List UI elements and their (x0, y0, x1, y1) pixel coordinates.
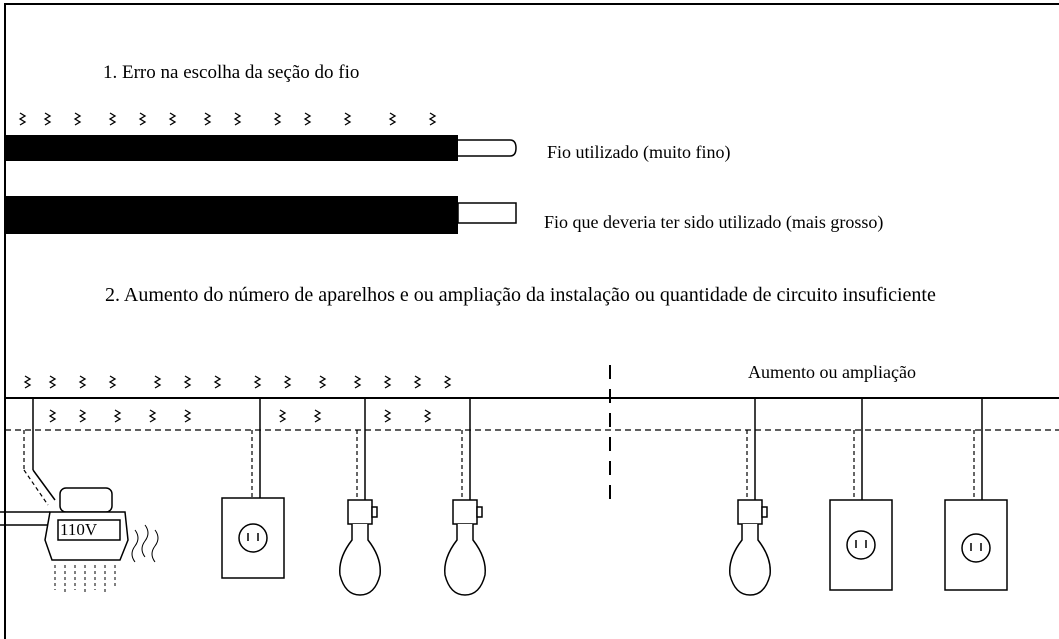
heat-mark (233, 112, 242, 126)
wire-thick-recommended (5, 196, 517, 234)
outlet-2 (829, 499, 893, 591)
heat-mark (138, 112, 147, 126)
heat-marks-circuit (23, 375, 452, 423)
heat-mark (23, 375, 32, 389)
wire-thin-used (5, 135, 517, 161)
heat-mark (203, 112, 212, 126)
heat-mark (253, 375, 262, 389)
outlet-3 (944, 499, 1008, 591)
heat-mark (383, 409, 392, 423)
heat-mark (153, 375, 162, 389)
heat-mark (43, 112, 52, 126)
heat-marks-wire (18, 112, 437, 126)
frame-border (4, 3, 1059, 639)
bulb-1 (339, 499, 381, 596)
heat-mark (48, 409, 57, 423)
heat-mark (278, 409, 287, 423)
heat-mark (303, 112, 312, 126)
heat-mark (353, 375, 362, 389)
heat-mark (343, 112, 352, 126)
wire-thin-label: Fio utilizado (muito fino) (547, 142, 731, 162)
heat-mark (108, 375, 117, 389)
heat-mark (108, 112, 117, 126)
heat-mark (168, 112, 177, 126)
appliance-exhaust-marks (54, 524, 159, 595)
heat-mark (428, 112, 437, 126)
expansion-label: Aumento ou ampliação (748, 362, 916, 382)
appliance-voltage-label: 110V (60, 520, 98, 539)
heat-mark (148, 409, 157, 423)
heat-mark (313, 409, 322, 423)
bulb-3 (729, 499, 771, 596)
heat-mark (18, 112, 27, 126)
heat-mark (318, 375, 327, 389)
heat-mark (283, 375, 292, 389)
circuit-lines (0, 365, 1059, 526)
bulb-2 (444, 499, 486, 596)
outlet-1 (221, 497, 285, 579)
heat-mark (273, 112, 282, 126)
heat-mark (78, 375, 87, 389)
heat-mark (78, 409, 87, 423)
heat-mark (48, 375, 57, 389)
appliance-110v (44, 487, 129, 561)
heat-mark (423, 409, 432, 423)
section2-title: 2. Aumento do número de aparelhos e ou a… (105, 284, 936, 306)
heat-mark (413, 375, 422, 389)
heat-mark (443, 375, 452, 389)
section1-title: 1. Erro na escolha da seção do fio (103, 62, 360, 83)
heat-mark (73, 112, 82, 126)
wire-thick-label: Fio que deveria ter sido utilizado (mais… (544, 212, 884, 232)
heat-mark (183, 375, 192, 389)
heat-mark (383, 375, 392, 389)
heat-mark (388, 112, 397, 126)
heat-mark (213, 375, 222, 389)
heat-mark (113, 409, 122, 423)
heat-mark (183, 409, 192, 423)
